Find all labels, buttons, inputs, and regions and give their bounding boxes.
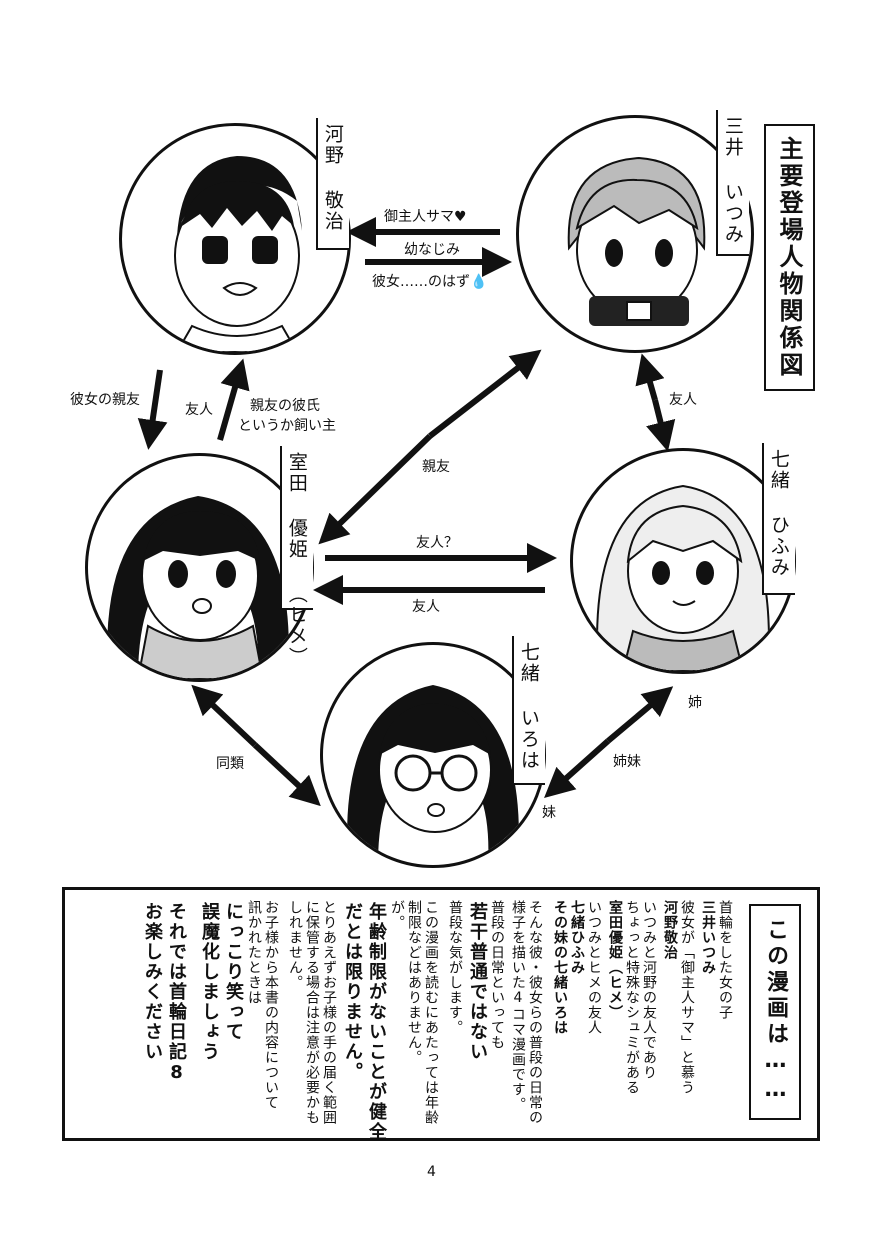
portrait-iroha [320, 642, 546, 868]
description-panel: この漫画は…… 首輪をした女の子 三井いつみ 彼女が「御主人サマ」と慕う 河野敬… [62, 887, 820, 1142]
desc-line: その妹の七緒いろは [552, 900, 568, 1035]
desc-line: いつみとヒメの友人 [586, 900, 602, 1035]
desc-line: 年齢制限がないことが健全 [366, 902, 387, 1142]
desc-line: しれません。 [287, 900, 303, 990]
label-sisters: 姉妹 [613, 754, 641, 770]
portrait-mitsui [516, 115, 754, 353]
desc-line: そんな彼・彼女らの普段の日常の [527, 900, 543, 1125]
desc-line: ちょっと特殊なシュミがある [624, 900, 640, 1095]
hifumi-portrait-icon [596, 484, 770, 671]
desc-line: いつみと河野の友人であり [641, 900, 657, 1080]
arrow-murota-mitsui-a [428, 349, 542, 439]
label-murota-to-kono-3: というか飼い主 [238, 418, 336, 434]
desc-line: に保管する場合は注意が必要かも [304, 900, 320, 1125]
mitsui-portrait-icon [567, 156, 706, 326]
kono-portrait-icon [174, 156, 302, 352]
arrow-murota-to-kono [217, 358, 250, 441]
desc-line: この漫画を読むにあたっては年齢 [423, 900, 439, 1125]
label-kono-to-murota: 彼女の親友 [70, 392, 140, 408]
arrow-hifumi-iroha-a [606, 686, 674, 744]
desc-line: 首輪をした女の子 [717, 900, 733, 1020]
description-heading: この漫画は…… [749, 904, 801, 1120]
arrow-mitsui-hifumi-a [635, 353, 665, 401]
desc-line: 訊かれたときは [246, 900, 262, 1005]
desc-line: 様子を描いた4コマ漫画です。 [510, 900, 526, 1112]
desc-line: それでは首輪日記8 [166, 902, 187, 1085]
arrow-kono-to-murota [137, 369, 168, 450]
arrow-murota-iroha-a [191, 684, 258, 748]
desc-line: 普段の日常といっても [489, 900, 505, 1050]
desc-line: 普段な気がします。 [447, 900, 463, 1035]
desc-line: お子様から本書の内容について [263, 900, 279, 1110]
desc-line: とりあえずお子様の手の届く範囲 [321, 900, 337, 1125]
name-mitsui: 三井 いつみ [716, 110, 749, 256]
label-murota-iroha: 同類 [216, 756, 244, 772]
label-murota-mitsui: 親友 [422, 459, 450, 475]
label-murota-to-kono-2: 親友の彼氏 [250, 398, 320, 414]
desc-line: が。 [389, 900, 405, 930]
desc-line: 誤魔化しましょう [199, 902, 220, 1062]
portrait-hifumi [570, 448, 796, 674]
label-kono-to-mitsui: 彼女……のはず💧 [372, 274, 488, 290]
label-murota-to-hifumi: 友人？ [416, 535, 458, 551]
label-hifumi-to-murota: 友人 [412, 599, 440, 615]
label-elder-sister: 姉 [688, 695, 702, 711]
desc-line: 河野敬治 [662, 900, 678, 960]
page-number: 4 [427, 1164, 436, 1180]
label-mitsui-hifumi: 友人 [669, 392, 697, 408]
portrait-murota [85, 453, 314, 682]
desc-line: にっこり笑って [223, 902, 244, 1042]
desc-line: 彼女が「御主人サマ」と慕う [679, 900, 695, 1095]
murota-portrait-icon [107, 496, 289, 679]
name-hifumi: 七緒 ひふみ [762, 443, 795, 595]
label-younger-sister: 妹 [542, 805, 556, 821]
arrow-murota-mitsui-b [318, 433, 433, 545]
iroha-portrait-icon [347, 685, 519, 865]
portrait-kono [119, 123, 351, 355]
label-murota-to-kono-1: 友人 [185, 402, 213, 418]
desc-line: 室田優姫（ヒメ） [607, 900, 623, 1020]
name-kono: 河野 敬治 [316, 118, 349, 250]
desc-line: だとは限りません。 [342, 902, 363, 1082]
arrow-mitsui-hifumi-b [646, 399, 676, 452]
desc-line: 制限などはありません。 [406, 900, 422, 1065]
desc-line: 若干普通ではない [467, 902, 488, 1062]
desc-line: お楽しみください [142, 902, 163, 1062]
name-iroha: 七緒 いろは [512, 636, 545, 785]
label-mitsui-to-kono: 御主人サマ♥ [384, 209, 467, 225]
page-title: 主要登場人物関係図 [764, 124, 815, 391]
label-childhood: 幼なじみ [404, 242, 460, 258]
arrow-hifumi-iroha-b [544, 738, 610, 798]
name-murota: 室田 優姫 （ヒメ） [280, 446, 313, 668]
desc-line: 三井いつみ [700, 900, 716, 975]
arrow-murota-iroha-b [252, 742, 321, 807]
desc-line: 七緒ひふみ [569, 900, 585, 975]
